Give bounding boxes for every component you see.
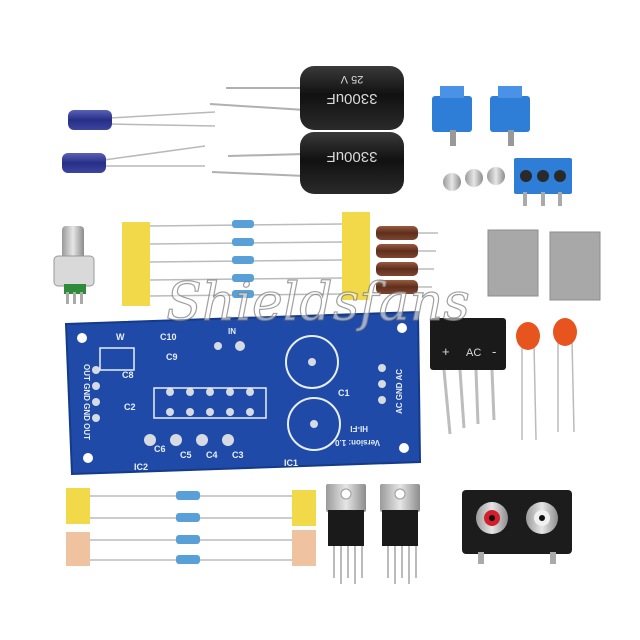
pcb-output-label: OUT GND GND OUT	[82, 364, 91, 440]
pcb-label-c10: C10	[160, 332, 177, 342]
large-capacitor-top: 25 V 3300uF	[209, 66, 404, 130]
pcb-label-c8: C8	[122, 370, 134, 380]
pcb-ac-input-label: AC GND AC	[395, 369, 404, 414]
resistor-row	[149, 220, 343, 298]
potentiometer	[53, 226, 95, 304]
ceramic-capacitor-2	[553, 318, 577, 433]
power-ic-2	[380, 484, 420, 584]
pcb-label-c5: C5	[180, 450, 192, 460]
pcb-label-c6: C6	[154, 444, 166, 454]
bridge-rectifier: + AC -	[430, 318, 506, 435]
small-blue-capacitor-2	[62, 145, 206, 173]
pcb-label-w: W	[116, 332, 125, 342]
small-blue-capacitor-1	[68, 110, 216, 130]
blue-trimmer-2	[490, 86, 530, 146]
blue-trimmer-1	[432, 86, 472, 146]
large-capacitor-bottom: 3300uF	[211, 132, 404, 194]
pcb-label-c4: C4	[206, 450, 218, 460]
taped-resistor-strip-yellow	[66, 488, 316, 526]
pcb-board: C10 C9 C8 C2 C6 C5 C4 C3 C1 IC1 IC2 W IN…	[64, 310, 422, 476]
pcb-label-c3: C3	[232, 450, 244, 460]
ceramic-capacitor-1	[516, 322, 540, 441]
capacitor-value-label: 3300uF	[327, 90, 378, 107]
pcb-label-ic2: IC2	[134, 462, 148, 472]
pcb-label-c2: C2	[124, 402, 136, 412]
power-ic-1	[326, 484, 366, 584]
screws	[443, 167, 505, 191]
pcb-label-in: IN	[228, 327, 236, 336]
capacitor-value-label: 3300uF	[327, 148, 378, 165]
bridge-plus-label: +	[442, 344, 450, 359]
pcb-version-label: Version: 1.0	[335, 438, 380, 447]
rca-jack	[462, 490, 572, 564]
pcb-label-ic1: IC1	[284, 458, 298, 468]
pcb-label-c1: C1	[338, 388, 350, 398]
bridge-minus-label: -	[492, 344, 496, 359]
taped-resistor-strip-top	[122, 212, 370, 306]
watermark: Shieldsfans	[166, 273, 470, 333]
pcb-label-c9: C9	[166, 352, 178, 362]
capacitor-voltage-label: 25 V	[340, 73, 363, 85]
taped-resistor-strip-pink	[66, 530, 316, 566]
brown-capacitors	[376, 226, 438, 294]
insulator-pads	[487, 229, 601, 301]
screw-terminal-block	[514, 158, 572, 206]
bridge-ac-label: AC	[466, 347, 481, 359]
pcb-model-label: HI-FI	[350, 424, 368, 433]
